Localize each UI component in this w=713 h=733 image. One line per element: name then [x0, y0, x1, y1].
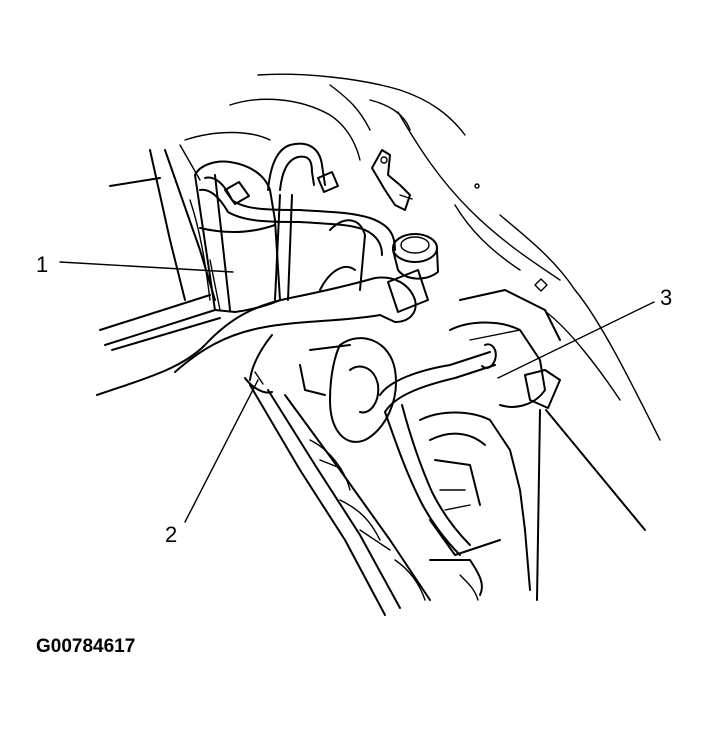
part-2-radiator-hose — [96, 269, 429, 396]
leader-line-2 — [184, 379, 259, 523]
lower-frame-rails — [249, 384, 431, 616]
callout-2: 2 — [165, 522, 177, 547]
radiator-cap — [392, 233, 439, 280]
callout-1: 1 — [36, 252, 48, 277]
body-outline-lines — [229, 73, 661, 441]
leader-lines — [59, 261, 655, 523]
cooling-fan-assembly — [299, 219, 397, 443]
leader-line-3 — [497, 301, 655, 379]
figure-code: G00784617 — [36, 636, 136, 657]
frame-rail — [99, 144, 221, 351]
lower-shroud — [419, 409, 646, 601]
part-3-cooler-line — [379, 289, 561, 556]
callout-3: 3 — [660, 285, 672, 310]
upper-hoses — [199, 142, 396, 301]
leader-line-1 — [59, 261, 234, 273]
mounting-bracket — [371, 149, 413, 211]
